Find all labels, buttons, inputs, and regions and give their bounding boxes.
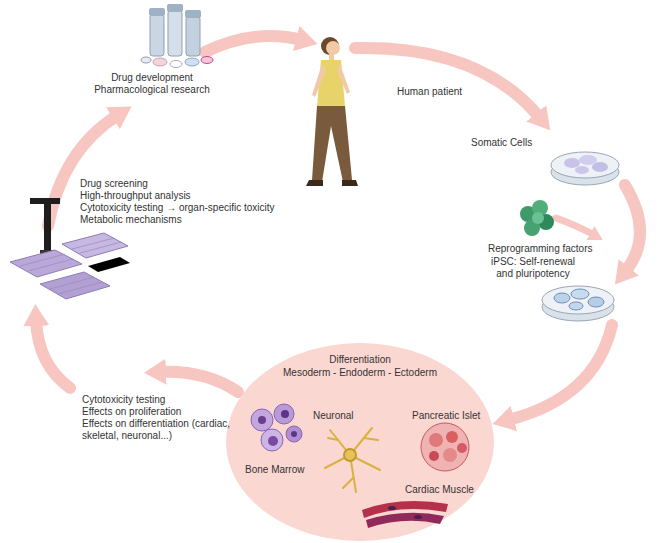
caption-text: Metabolic mechanisms bbox=[80, 214, 275, 226]
germ-layer-text: Mesoderm - Endoderm - Ectoderm bbox=[283, 367, 437, 379]
caption-text: Drug screening bbox=[80, 178, 275, 190]
caption-text: Drug development bbox=[94, 72, 210, 84]
caption-text: Cytotoxicity testing bbox=[82, 394, 242, 406]
patient-figure bbox=[306, 37, 358, 186]
stage-heading: Differentiation bbox=[329, 354, 391, 366]
cell-type-label: Neuronal bbox=[313, 410, 354, 422]
caption-text: Cytotoxicity testing → organ-specific to… bbox=[80, 202, 275, 214]
ipsc-dish bbox=[542, 286, 614, 321]
somatic-dish bbox=[551, 152, 619, 185]
caption-text: Effects on proliferation bbox=[82, 406, 242, 418]
caption-text: iPSC: Self-renewal and pluripotency bbox=[483, 256, 583, 280]
cell-type-label: Bone Marrow bbox=[245, 464, 304, 476]
differentiation-circle: DifferentiationMesoderm - Endoderm - Ect… bbox=[225, 342, 495, 542]
reprogramming-factors-icon bbox=[520, 200, 554, 236]
caption-text: Pharmacological research bbox=[94, 84, 210, 96]
cell-type-label: Pancreatic Islet bbox=[412, 410, 480, 422]
caption-text: Reprogramming factors bbox=[488, 243, 592, 255]
caption-text: Somatic Cells bbox=[471, 137, 532, 149]
screening-plates bbox=[10, 198, 130, 299]
caption-text: High-throughput analysis bbox=[80, 190, 275, 202]
drug-vials bbox=[141, 4, 213, 68]
cycle-arrows bbox=[36, 36, 640, 420]
cell-type-label: Cardiac Muscle bbox=[405, 484, 474, 496]
caption-text: Human patient bbox=[397, 86, 462, 98]
caption-text: Effects on differentiation (cardiac, ske… bbox=[82, 418, 242, 442]
